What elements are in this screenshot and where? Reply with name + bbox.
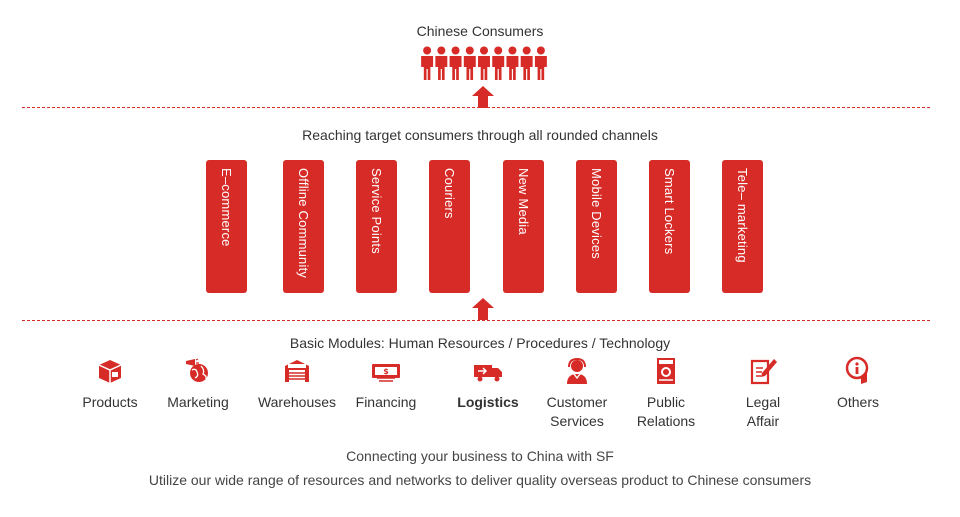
divider-bottom: [22, 320, 930, 321]
person-icon: [520, 46, 533, 80]
module-financing: $ Financing: [331, 356, 441, 412]
person-icon: [534, 46, 547, 80]
document-pen-icon: [750, 359, 777, 385]
module-label: Products: [82, 394, 138, 410]
module-warehouses: Warehouses: [242, 356, 352, 412]
person-icon: [449, 46, 462, 80]
box-icon: [98, 360, 122, 383]
module-label: Others: [836, 394, 879, 410]
channel-label: Offline Community: [296, 168, 311, 279]
module-logistics: Logistics: [433, 356, 543, 412]
footer-description: Utilize our wide range of resources and …: [148, 472, 812, 488]
channel-label: Service Points: [369, 168, 384, 254]
arrow-up-icon: [472, 298, 494, 320]
module-label: Marketing: [167, 394, 229, 410]
channels-title: Reaching target consumers through all ro…: [302, 127, 658, 143]
consumers-title: Chinese Consumers: [416, 23, 544, 39]
channel-service-points: Service Points: [356, 160, 397, 293]
module-label: Financing: [355, 394, 417, 410]
module-label: Warehouses: [257, 394, 337, 410]
channel-label: Smart Lockers: [662, 168, 677, 255]
module-others: Others: [803, 356, 913, 412]
people-group-icon: [421, 46, 547, 80]
warehouse-icon: [285, 360, 309, 382]
person-icon: [506, 46, 519, 80]
channel-label: Couriers: [442, 168, 457, 219]
channel-new-media: New Media: [503, 160, 544, 293]
channel-label: E–commerce: [219, 168, 234, 247]
channel-tele-marketing: Tele– marketing: [722, 160, 763, 293]
channel-mobile-devices: Mobile Devices: [576, 160, 617, 293]
channel-ecommerce: E–commerce: [206, 160, 247, 293]
money-icon: $: [372, 364, 400, 382]
agent-icon: [567, 357, 587, 384]
person-icon: [478, 46, 490, 80]
channel-couriers: Couriers: [429, 160, 470, 293]
globe-megaphone-icon: [186, 358, 208, 382]
truck-icon: [474, 365, 502, 382]
footer-headline: Connecting your business to China with S…: [346, 448, 614, 464]
info-hand-icon: [845, 356, 869, 384]
module-label: Logistics: [457, 394, 519, 410]
channel-label: Mobile Devices: [589, 168, 604, 259]
channel-label: Tele– marketing: [735, 168, 750, 263]
arrow-up-icon: [472, 86, 494, 108]
person-icon: [492, 46, 505, 80]
person-icon: [421, 46, 434, 80]
news-icon: [657, 358, 675, 384]
modules-title: Basic Modules: Human Resources / Procedu…: [289, 335, 671, 351]
person-icon: [435, 46, 448, 80]
channel-label: New Media: [516, 168, 531, 235]
module-products: Products: [55, 356, 165, 412]
svg-text:$: $: [383, 367, 389, 376]
divider-top: [22, 107, 930, 108]
channel-smart-lockers: Smart Lockers: [649, 160, 690, 293]
person-icon: [463, 46, 476, 80]
channel-offline-community: Offline Community: [283, 160, 324, 293]
module-marketing: Marketing: [143, 356, 253, 412]
